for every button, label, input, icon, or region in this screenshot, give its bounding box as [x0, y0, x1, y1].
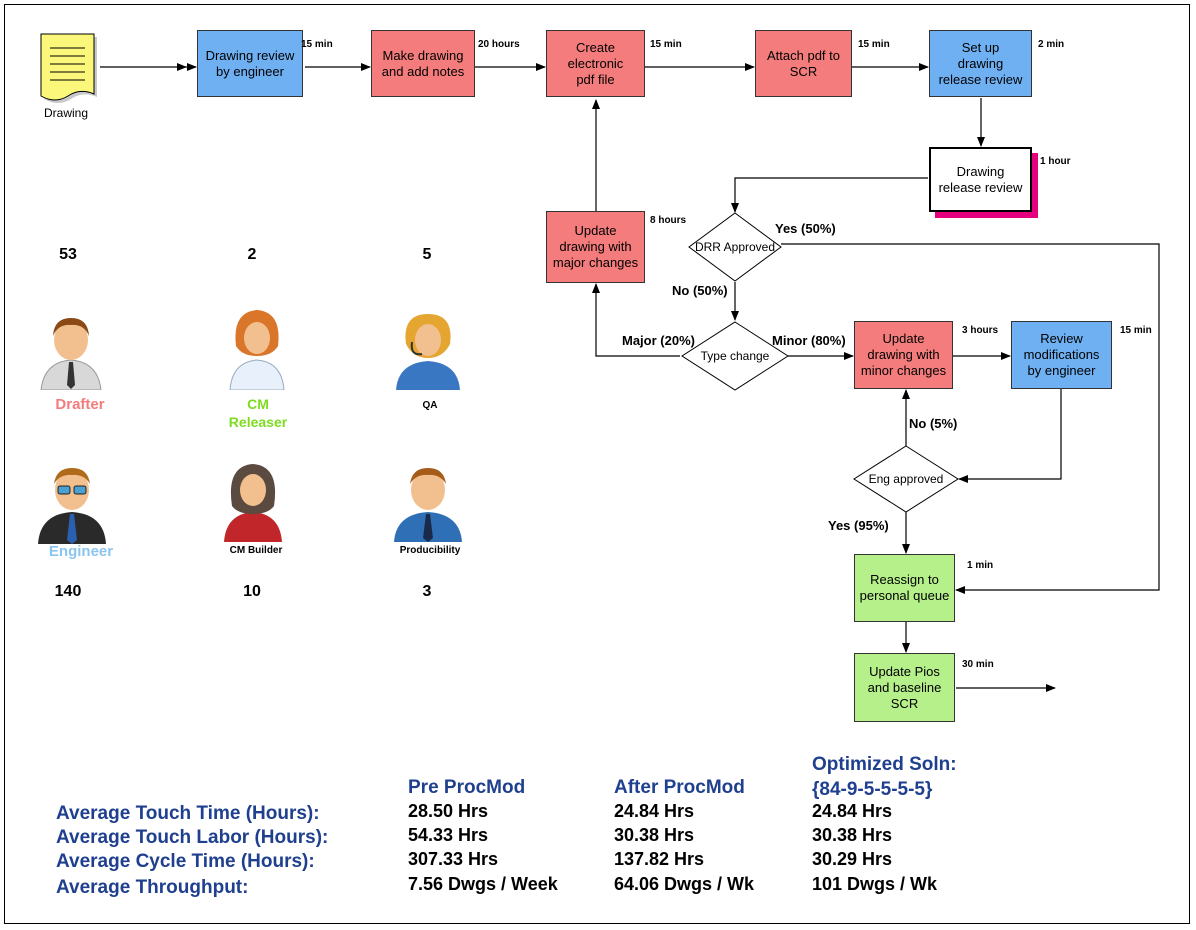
cm-builder-label: CM Builder: [229, 545, 283, 556]
time-drawing-release-review: 1 hour: [1040, 156, 1071, 167]
process-update-pios[interactable]: Update Pios and baseline SCR: [854, 653, 955, 722]
process-review-modifications[interactable]: Review modifications by engineer: [1011, 321, 1112, 389]
summary-throughput-after: 64.06 Dwgs / Wk: [614, 874, 755, 894]
time-review-modifications: 15 min: [1120, 325, 1152, 336]
summary-touch-labor-pre: 54.33 Hrs: [408, 825, 489, 845]
time-setup-release-review: 2 min: [1038, 39, 1065, 50]
summary-throughput-opt: 101 Dwgs / Wk: [812, 874, 938, 894]
drafter-avatar-icon: [40, 318, 102, 390]
cm-releaser-count: 2: [247, 246, 257, 263]
time-update-pios: 30 min: [962, 659, 994, 670]
drr-approved-diamond: [688, 212, 782, 282]
producibility-avatar-icon: [394, 468, 462, 542]
summary-header-optimized: Optimized Soln: {84-9-5-5-5-5}: [812, 754, 957, 800]
decision-drr-approved: DRR Approved: [694, 240, 776, 254]
time-create-pdf: 15 min: [650, 39, 682, 50]
time-drawing-review: 15 min: [301, 39, 333, 50]
time-attach-pdf: 15 min: [858, 39, 890, 50]
qa-label: QA: [422, 400, 438, 411]
process-make-drawing[interactable]: Make drawing and add notes: [371, 30, 475, 97]
cm-releaser-label: CM Releaser: [228, 396, 288, 430]
cm-builder-avatar-icon: [224, 464, 282, 542]
eng-approved-diamond: [853, 445, 959, 513]
summary-touch-time-after: 24.84 Hrs: [614, 801, 695, 821]
flow-p9-eng: [958, 388, 1062, 483]
decision-type-change: Type change: [700, 349, 770, 363]
engineer-label: Engineer: [48, 543, 114, 560]
type-change-diamond: [681, 321, 789, 391]
time-update-minor: 3 hours: [962, 325, 999, 336]
drawing-document-icon: [40, 33, 97, 103]
process-update-minor[interactable]: Update drawing with minor changes: [854, 321, 953, 389]
time-make-drawing: 20 hours: [478, 39, 520, 50]
diagram-frame: [4, 4, 1190, 924]
summary-row-touch-time-label: Average Touch Time (Hours):: [56, 803, 320, 824]
branch-yes-95: Yes (95%): [828, 518, 889, 533]
process-drawing-release-review[interactable]: Drawing release review: [929, 147, 1032, 212]
process-update-major[interactable]: Update drawing with major changes: [546, 211, 645, 283]
qa-avatar-icon: [396, 314, 460, 390]
summary-cycle-time-opt: 30.29 Hrs: [812, 849, 893, 869]
engineer-avatar-icon: [38, 468, 106, 544]
branch-no-50: No (50%): [672, 283, 728, 298]
summary-touch-time-opt: 24.84 Hrs: [812, 801, 893, 821]
summary-row-cycle-time-label: Average Cycle Time (Hours):: [56, 851, 315, 872]
producibility-count: 3: [422, 583, 432, 600]
branch-minor-80: Minor (80%): [772, 333, 846, 348]
cm-releaser-avatar-icon: [229, 310, 285, 390]
summary-touch-labor-opt: 30.38 Hrs: [812, 825, 893, 845]
flow-type-major: [592, 283, 680, 357]
summary-cycle-time-pre: 307.33 Hrs: [408, 849, 499, 869]
process-create-pdf[interactable]: Create electronic pdf file: [546, 30, 645, 97]
summary-row-touch-labor-label: Average Touch Labor (Hours):: [56, 827, 329, 848]
summary-throughput-pre: 7.56 Dwgs / Week: [408, 874, 558, 894]
flow-drr-yes: [781, 243, 1160, 594]
summary-row-throughput-label: Average Throughput:: [56, 877, 249, 898]
process-reassign-queue[interactable]: Reassign to personal queue: [854, 554, 955, 622]
producibility-label: Producibility: [399, 545, 461, 556]
branch-major-20: Major (20%): [622, 333, 695, 348]
branch-yes-50: Yes (50%): [775, 221, 836, 236]
summary-touch-labor-after: 30.38 Hrs: [614, 825, 695, 845]
flow-p6-drr: [731, 177, 928, 213]
process-drawing-review[interactable]: Drawing review by engineer: [197, 30, 303, 97]
branch-no-5: No (5%): [909, 416, 958, 431]
summary-touch-time-pre: 28.50 Hrs: [408, 801, 489, 821]
decision-eng-approved: Eng approved: [868, 472, 944, 486]
summary-cycle-time-after: 137.82 Hrs: [614, 849, 705, 869]
qa-count: 5: [422, 246, 432, 263]
process-attach-pdf[interactable]: Attach pdf to SCR: [755, 30, 852, 97]
time-update-major: 8 hours: [650, 215, 687, 226]
cm-builder-count: 10: [243, 583, 261, 600]
engineer-count: 140: [54, 583, 82, 600]
process-setup-release-review[interactable]: Set up drawing release review: [929, 30, 1032, 97]
summary-header-after: After ProcMod: [614, 777, 745, 798]
summary-header-pre: Pre ProcMod: [408, 777, 526, 798]
drafter-count: 53: [59, 246, 77, 263]
time-reassign-queue: 1 min: [967, 560, 994, 571]
drafter-label: Drafter: [55, 396, 105, 413]
drawing-doc-label: Drawing: [44, 106, 89, 120]
